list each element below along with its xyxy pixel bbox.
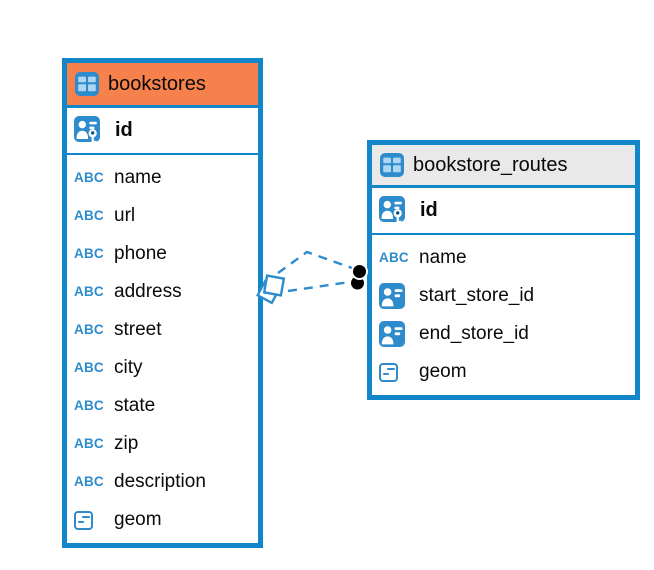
column-name-label: state (114, 395, 156, 416)
geometry-type-icon (379, 362, 411, 382)
column-name-label: zip (114, 433, 139, 454)
text-type-icon: ABC (74, 398, 104, 414)
column-list: ABC name ABC url ABC phone ABC address A… (67, 155, 258, 539)
table-header-bookstores[interactable]: bookstores (67, 63, 258, 108)
column-name-label: url (114, 205, 136, 226)
column-row-geom[interactable]: geom (67, 501, 258, 539)
column-name-label: id (420, 199, 438, 221)
relation-line-upper[interactable] (277, 250, 353, 274)
primary-key-icon (379, 196, 411, 225)
geometry-type-icon (74, 510, 106, 530)
column-row-name[interactable]: ABC name (67, 159, 258, 197)
column-name-label: address (114, 281, 182, 302)
column-name-label: name (114, 167, 162, 188)
text-type-icon: ABC (74, 322, 104, 338)
relation-line-lower[interactable] (287, 280, 351, 293)
text-type-icon: ABC (74, 474, 104, 490)
column-row-id[interactable]: id (67, 108, 258, 155)
column-name-label: geom (419, 361, 467, 382)
table-title: bookstores (108, 72, 206, 95)
column-name-label: phone (114, 243, 167, 264)
column-row-phone[interactable]: ABC phone (67, 235, 258, 273)
reference-person-icon (379, 321, 411, 347)
column-row-geom[interactable]: geom (372, 353, 635, 391)
column-name-label: city (114, 357, 143, 378)
entity-table-bookstore-routes[interactable]: bookstore_routes id ABC (367, 140, 640, 400)
reference-person-icon (379, 283, 411, 309)
column-row-city[interactable]: ABC city (67, 349, 258, 387)
text-type-icon: ABC (379, 250, 409, 266)
relation-target-dot-marker[interactable] (351, 263, 368, 290)
text-type-icon: ABC (74, 436, 104, 452)
column-row-name[interactable]: ABC name (372, 239, 635, 277)
column-name-label: start_store_id (419, 285, 535, 306)
column-name-label: description (114, 471, 206, 492)
table-header-bookstore-routes[interactable]: bookstore_routes (372, 145, 635, 188)
column-row-street[interactable]: ABC street (67, 311, 258, 349)
column-name-label: end_store_id (419, 323, 529, 344)
column-row-zip[interactable]: ABC zip (67, 425, 258, 463)
primary-key-icon (74, 116, 106, 145)
column-name-label: geom (114, 509, 162, 530)
column-row-id[interactable]: id (372, 188, 635, 235)
text-type-icon: ABC (74, 208, 104, 224)
column-row-end-store-id[interactable]: end_store_id (372, 315, 635, 353)
column-name-label: street (114, 319, 162, 340)
table-icon (75, 72, 99, 96)
entity-table-bookstores[interactable]: bookstores id ABC na (62, 58, 263, 548)
column-row-address[interactable]: ABC address (67, 273, 258, 311)
column-row-state[interactable]: ABC state (67, 387, 258, 425)
column-list: ABC name start_store_id (372, 235, 635, 391)
text-type-icon: ABC (74, 246, 104, 262)
column-name-label: id (115, 119, 133, 141)
table-title: bookstore_routes (413, 153, 568, 176)
text-type-icon: ABC (74, 360, 104, 376)
text-type-icon: ABC (74, 170, 104, 186)
text-type-icon: ABC (74, 284, 104, 300)
column-row-start-store-id[interactable]: start_store_id (372, 277, 635, 315)
column-name-label: name (419, 247, 467, 268)
column-row-url[interactable]: ABC url (67, 197, 258, 235)
table-icon (380, 153, 404, 177)
column-row-description[interactable]: ABC description (67, 463, 258, 501)
